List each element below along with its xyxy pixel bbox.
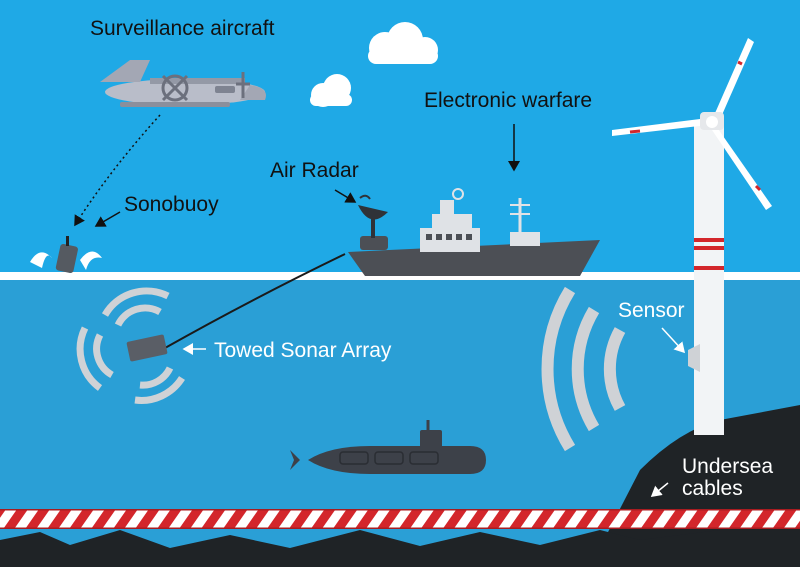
towed-sonar-icon xyxy=(126,334,168,362)
undersea-cable xyxy=(0,509,800,529)
air-radar-label: Air Radar xyxy=(270,159,359,182)
cloud-icon xyxy=(310,74,352,107)
radar-dish-icon xyxy=(358,194,388,238)
warship-icon xyxy=(348,188,600,276)
undersea-cables-pointer xyxy=(650,482,669,497)
sonobuoy-label: Sonobuoy xyxy=(124,193,219,216)
air-radar-pointer xyxy=(334,189,357,203)
submarine-icon xyxy=(290,420,486,474)
electronic-warfare-label: Electronic warfare xyxy=(424,89,593,112)
undersea-cables-label: Undersea cables xyxy=(682,455,774,501)
towed-sonar-array-label: Towed Sonar Array xyxy=(214,339,392,362)
wind-turbine-icon xyxy=(612,38,772,435)
tow-cable xyxy=(164,253,346,349)
seabed xyxy=(0,520,800,567)
sensor-label: Sensor xyxy=(618,299,685,322)
surveillance-aircraft-label: Surveillance aircraft xyxy=(90,17,275,40)
drop-trajectory xyxy=(74,114,161,227)
cloud-icon xyxy=(368,22,438,64)
aircraft-icon xyxy=(100,60,266,107)
sensor-pointer xyxy=(661,327,686,354)
sensor-icon xyxy=(688,344,700,372)
sonar-wave-icon xyxy=(76,287,185,404)
sonobuoy-icon xyxy=(30,236,102,274)
sonobuoy-pointer xyxy=(94,211,121,227)
sensor-wave-icon xyxy=(541,286,626,452)
